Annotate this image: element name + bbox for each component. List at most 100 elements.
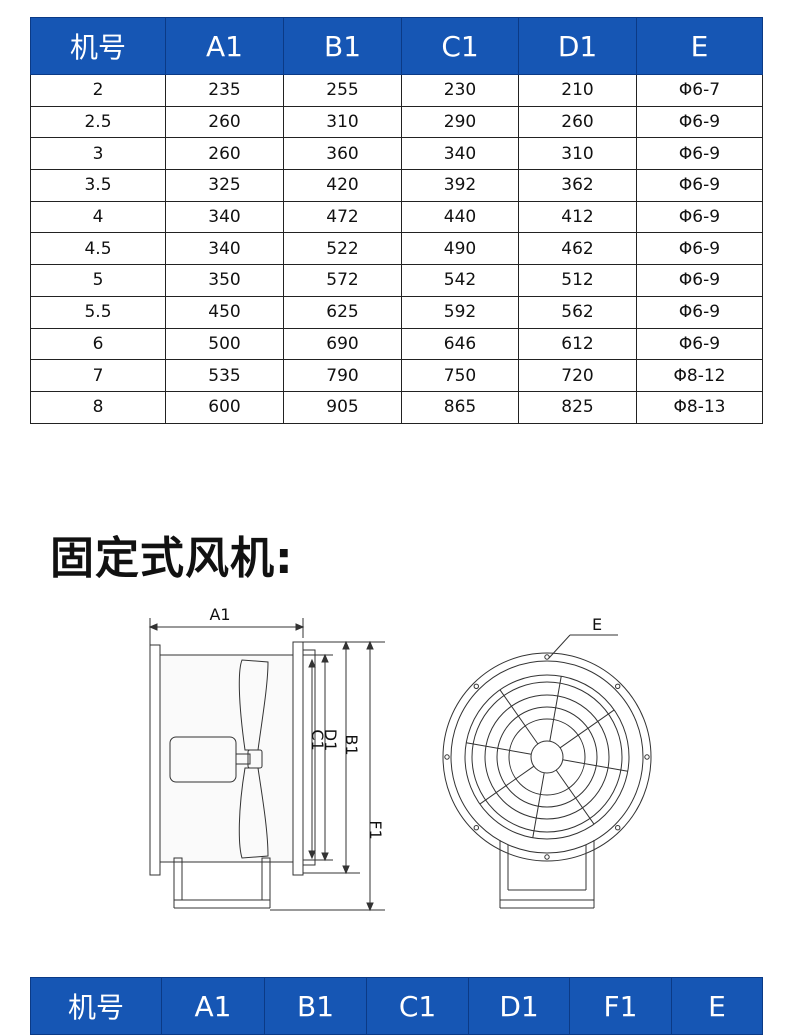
table-cell: 490 <box>401 232 519 266</box>
bolt-hole <box>615 683 621 689</box>
header-d1: D1 <box>518 17 637 75</box>
table-cell: Φ6-9 <box>636 105 763 139</box>
table-cell: 3.5 <box>30 169 166 202</box>
bolt-hole <box>544 654 550 660</box>
table-cell: 750 <box>401 359 519 392</box>
table-cell: Φ8-12 <box>636 359 763 392</box>
table-cell: 8 <box>30 390 166 424</box>
table-cell: 2.5 <box>30 105 166 139</box>
table-header-row: 机号 A1 B1 C1 D1 E <box>30 17 763 75</box>
label-f1: F1 <box>366 820 385 839</box>
table-cell: 210 <box>518 74 637 107</box>
header-a1: A1 <box>161 977 265 1035</box>
section-title: 固定式风机: <box>50 533 294 584</box>
label-e: E <box>592 615 602 634</box>
table-cell: 5 <box>30 264 166 297</box>
table-cell: 865 <box>401 390 519 424</box>
table-cell: Φ6-9 <box>636 232 763 266</box>
guard-spoke <box>562 759 628 772</box>
label-c1: C1 <box>308 729 327 750</box>
table-cell: 4.5 <box>30 232 166 266</box>
table-cell: Φ6-9 <box>636 169 763 202</box>
table-cell: 535 <box>165 359 284 392</box>
table-cell: 720 <box>518 359 637 392</box>
bolt-hole <box>544 854 550 860</box>
guard-spoke <box>555 769 595 825</box>
table-cell: Φ6-7 <box>636 74 763 107</box>
table-cell: 340 <box>165 200 284 234</box>
table-cell: 3 <box>30 137 166 171</box>
table-cell: 612 <box>518 327 637 361</box>
table-cell: 290 <box>401 105 519 139</box>
table-cell: Φ6-9 <box>636 327 763 361</box>
guard-spoke <box>479 765 535 805</box>
label-b1: B1 <box>342 734 361 755</box>
table-header-row: 机号 A1 B1 C1 D1 F1 E <box>30 977 763 1035</box>
header-a1: A1 <box>165 17 284 75</box>
table-cell: 235 <box>165 74 284 107</box>
table-cell: 7 <box>30 359 166 392</box>
guard-spoke <box>466 742 532 755</box>
table-cell: 440 <box>401 200 519 234</box>
spec-table-bottom: 机号 A1 B1 C1 D1 F1 E <box>30 977 763 1035</box>
table-cell: 230 <box>401 74 519 107</box>
table-cell: 500 <box>165 327 284 361</box>
header-f1: F1 <box>569 977 672 1035</box>
table-cell: Φ6-9 <box>636 295 763 329</box>
table-cell: 646 <box>401 327 519 361</box>
table-cell: 450 <box>165 295 284 329</box>
table-cell: Φ6-9 <box>636 264 763 297</box>
label-a1: A1 <box>209 605 230 624</box>
header-b1: B1 <box>283 17 402 75</box>
table-cell: 472 <box>283 200 402 234</box>
label-d1: D1 <box>321 729 340 752</box>
table-cell: 522 <box>283 232 402 266</box>
table-cell: 905 <box>283 390 402 424</box>
table-cell: 340 <box>401 137 519 171</box>
table-cell: 260 <box>165 137 284 171</box>
table-cell: 420 <box>283 169 402 202</box>
table-cell: 600 <box>165 390 284 424</box>
table-cell: 255 <box>283 74 402 107</box>
table-cell: 362 <box>518 169 637 202</box>
bolt-hole <box>644 754 650 760</box>
table-cell: 625 <box>283 295 402 329</box>
bolt-hole <box>473 683 479 689</box>
table-cell: 412 <box>518 200 637 234</box>
table-cell: 260 <box>165 105 284 139</box>
guard-spoke <box>532 772 545 838</box>
table-cell: 462 <box>518 232 637 266</box>
table-cell: 260 <box>518 105 637 139</box>
fan-dimension-diagram: A1 C1 D1 B1 F1 E <box>148 605 652 912</box>
header-e: E <box>671 977 763 1035</box>
table-cell: 5.5 <box>30 295 166 329</box>
table-cell: 542 <box>401 264 519 297</box>
table-cell: 790 <box>283 359 402 392</box>
header-c1: C1 <box>401 17 519 75</box>
header-model: 机号 <box>30 17 166 75</box>
table-cell: 592 <box>401 295 519 329</box>
table-cell: 6 <box>30 327 166 361</box>
table-cell: 512 <box>518 264 637 297</box>
header-c1: C1 <box>366 977 469 1035</box>
table-cell: 392 <box>401 169 519 202</box>
table-cell: 4 <box>30 200 166 234</box>
table-cell: 572 <box>283 264 402 297</box>
bolt-hole <box>444 754 450 760</box>
guard-spoke <box>559 709 615 749</box>
guard-spoke <box>499 689 539 745</box>
table-cell: 360 <box>283 137 402 171</box>
table-cell: 562 <box>518 295 637 329</box>
